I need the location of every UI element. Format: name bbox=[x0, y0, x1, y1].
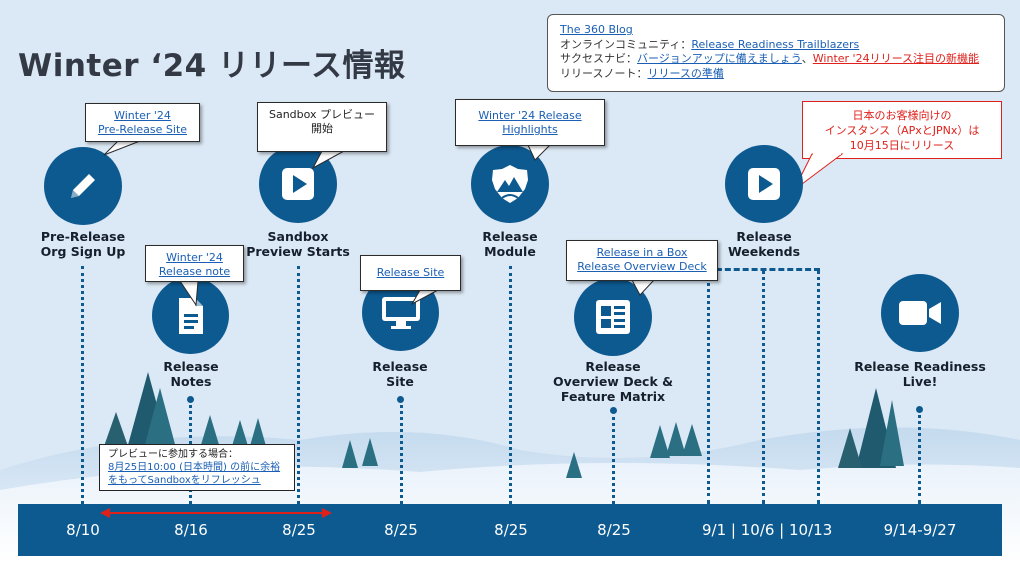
sandbox-preview-line-2: 開始 bbox=[264, 122, 380, 136]
release-site-link[interactable]: Release Site bbox=[367, 266, 454, 280]
date-label: 9/1 | 10/6 | 10/13 bbox=[702, 521, 832, 539]
prerelease-site-link-1[interactable]: Winter '24 bbox=[92, 109, 193, 123]
preview-note-line-1: プレビューに参加する場合： bbox=[108, 448, 286, 461]
highlights-link-2[interactable]: Highlights bbox=[462, 123, 598, 137]
callout-release-note: Winter '24 Release note bbox=[145, 245, 244, 282]
release-note-link-1[interactable]: Winter '24 bbox=[152, 251, 237, 265]
callout-release-box: Release in a Box Release Overview Deck bbox=[566, 240, 718, 281]
release-note-link-2[interactable]: Release note bbox=[152, 265, 237, 279]
prerelease-site-link-2[interactable]: Pre-Release Site bbox=[92, 123, 193, 137]
date-label: 9/14-9/27 bbox=[855, 521, 985, 539]
highlights-link-1[interactable]: Winter '24 Release bbox=[462, 109, 598, 123]
overview-deck-link[interactable]: Release Overview Deck bbox=[573, 260, 711, 274]
callout-release-site: Release Site bbox=[360, 255, 461, 291]
preview-range-arrow bbox=[98, 504, 334, 522]
preview-note-link-1[interactable]: 8月25日10:00 (日本時間) の前に余裕 bbox=[108, 462, 280, 473]
callout-prerelease-site: Winter '24 Pre-Release Site bbox=[85, 103, 200, 142]
preview-refresh-note: プレビューに参加する場合： 8月25日10:00 (日本時間) の前に余裕 をも… bbox=[99, 444, 295, 491]
callout-highlights: Winter '24 Release Highlights bbox=[455, 99, 605, 146]
preview-note-link-2[interactable]: をもってSandboxをリフレッシュ bbox=[108, 475, 261, 486]
date-label: 8/25 bbox=[549, 521, 679, 539]
callout-sandbox-preview: Sandbox プレビュー 開始 bbox=[257, 102, 387, 152]
sandbox-preview-line-1: Sandbox プレビュー bbox=[264, 108, 380, 122]
release-in-box-link[interactable]: Release in a Box bbox=[573, 246, 711, 260]
